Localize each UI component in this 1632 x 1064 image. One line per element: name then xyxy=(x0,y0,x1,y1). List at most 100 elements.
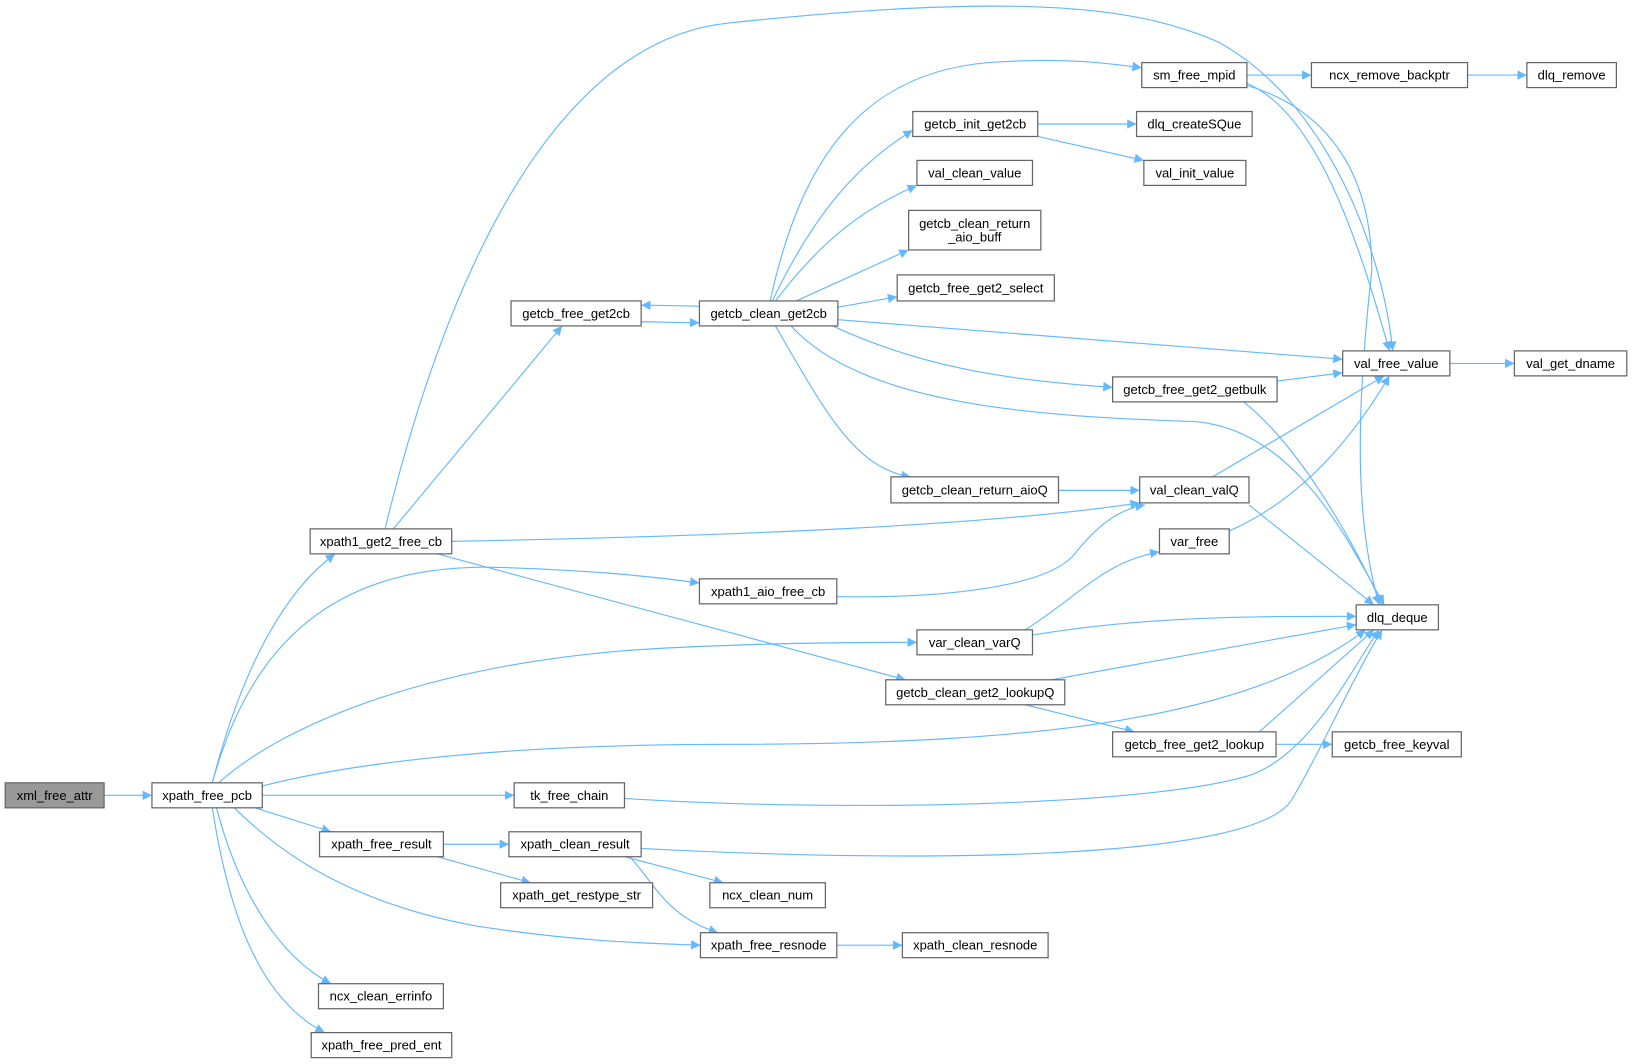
node-getcb_clean_return_aioQ[interactable]: getcb_clean_return_aioQ xyxy=(890,476,1060,504)
node-xpath_free_resnode[interactable]: xpath_free_resnode xyxy=(699,932,838,959)
node-box xyxy=(1112,731,1277,758)
node-getcb_init_get2cb[interactable]: getcb_init_get2cb xyxy=(912,110,1039,138)
node-label: getcb_free_get2_getbulk xyxy=(1123,382,1267,397)
node-box xyxy=(151,782,263,809)
node-getcb_clean_get2_lookupQ[interactable]: getcb_clean_get2_lookupQ xyxy=(885,679,1066,706)
node-label: dlq_remove xyxy=(1538,68,1606,83)
node-xpath1_get2_free_cb[interactable]: xpath1_get2_free_cb xyxy=(309,528,453,555)
node-label: xpath_get_restype_str xyxy=(512,888,641,903)
node-xpath1_aio_free_cb[interactable]: xpath1_aio_free_cb xyxy=(698,578,838,605)
node-box xyxy=(1135,110,1253,138)
node-box xyxy=(1513,350,1628,377)
node-label: getcb_free_keyval xyxy=(1344,737,1450,752)
node-label: val_clean_value xyxy=(928,165,1021,180)
node-label: getcb_free_get2_lookup xyxy=(1125,737,1265,752)
edge-getcb_clean_get2cb-to-getcb_clean_return_aio_buff xyxy=(795,249,909,302)
node-label: dlq_createSQue xyxy=(1147,116,1241,131)
node-box xyxy=(1526,61,1618,89)
node-xpath_free_pred_ent[interactable]: xpath_free_pred_ent xyxy=(310,1032,453,1059)
node-getcb_clean_get2cb[interactable]: getcb_clean_get2cb xyxy=(698,300,839,327)
node-box xyxy=(1331,731,1462,758)
node-box xyxy=(885,679,1066,706)
node-label: getcb_init_get2cb xyxy=(924,116,1026,131)
node-sm_free_mpid[interactable]: sm_free_mpid xyxy=(1141,61,1248,89)
node-label: xpath_clean_result xyxy=(520,837,630,852)
edge-getcb_clean_get2cb-to-getcb_clean_return_aioQ xyxy=(774,325,911,481)
edge-getcb_clean_get2cb-to-getcb_free_get2_getbulk xyxy=(832,325,1113,392)
edge-xpath_free_pcb-to-ncx_clean_errinfo xyxy=(215,807,332,985)
node-label: val_get_dname xyxy=(1526,356,1615,371)
edge-getcb_clean_get2cb-to-getcb_free_get2cb xyxy=(641,300,700,310)
node-dlq_createSQue[interactable]: dlq_createSQue xyxy=(1135,110,1253,138)
node-label: _aio_buff xyxy=(947,229,1002,244)
node-box xyxy=(508,831,642,858)
edge-sm_free_mpid-to-val_free_value xyxy=(1246,82,1392,352)
edge-xpath1_aio_free_cb-to-val_clean_valQ xyxy=(836,501,1145,598)
node-box xyxy=(1355,604,1440,631)
node-getcb_clean_return_aio_buff[interactable]: getcb_clean_return_aio_buff xyxy=(908,209,1042,251)
node-box xyxy=(4,782,105,809)
edge-getcb_clean_get2cb-to-getcb_init_get2cb xyxy=(771,129,914,302)
node-val_free_value[interactable]: val_free_value xyxy=(1342,350,1451,377)
node-xpath_clean_result[interactable]: xpath_clean_result xyxy=(508,831,642,858)
node-xml_free_attr[interactable]: xml_free_attr xyxy=(4,782,105,809)
node-xpath_free_result[interactable]: xpath_free_result xyxy=(318,831,445,858)
node-getcb_free_get2cb[interactable]: getcb_free_get2cb xyxy=(510,300,642,327)
node-label: xpath_free_resnode xyxy=(711,938,827,953)
edge-sm_free_mpid-to-dlq_deque xyxy=(1246,84,1382,606)
edge-xpath1_get2_free_cb-to-getcb_clean_get2_lookupQ xyxy=(436,553,906,682)
node-box xyxy=(310,1032,453,1059)
node-val_clean_valQ[interactable]: val_clean_valQ xyxy=(1139,476,1250,504)
node-label: ncx_remove_backptr xyxy=(1329,68,1450,83)
node-label: xml_free_attr xyxy=(17,788,94,803)
node-ncx_clean_num[interactable]: ncx_clean_num xyxy=(709,882,826,909)
node-dlq_deque[interactable]: dlq_deque xyxy=(1355,604,1440,631)
edge-getcb_clean_get2cb-to-dlq_deque xyxy=(790,325,1385,606)
edge-xpath_free_result-to-xpath_get_restype_str xyxy=(436,856,531,885)
node-label: getcb_clean_return_aioQ xyxy=(902,482,1048,497)
node-tk_free_chain[interactable]: tk_free_chain xyxy=(513,782,626,809)
edge-val_clean_valQ-to-val_free_value xyxy=(1212,375,1385,478)
node-box xyxy=(896,274,1055,302)
edge-val_clean_valQ-to-dlq_deque xyxy=(1248,504,1375,606)
edge-xpath_free_pcb-to-xpath_free_result xyxy=(254,807,332,834)
node-ncx_clean_errinfo[interactable]: ncx_clean_errinfo xyxy=(317,983,445,1010)
node-getcb_free_get2_lookup[interactable]: getcb_free_get2_lookup xyxy=(1112,731,1277,758)
edge-xpath_free_pcb-to-dlq_deque xyxy=(262,629,1366,787)
edge-xpath_clean_result-to-ncx_clean_num xyxy=(624,856,724,885)
node-getcb_free_keyval[interactable]: getcb_free_keyval xyxy=(1331,731,1462,758)
node-box xyxy=(1112,376,1278,403)
edge-xpath_free_pcb-to-xpath1_get2_free_cb xyxy=(211,553,336,783)
edge-xpath_free_pcb-to-xpath_free_resnode xyxy=(233,807,701,950)
node-getcb_free_get2_select[interactable]: getcb_free_get2_select xyxy=(896,274,1055,302)
node-box xyxy=(309,528,453,555)
edge-getcb_clean_get2cb-to-sm_free_mpid xyxy=(769,59,1142,302)
node-label: sm_free_mpid xyxy=(1153,68,1235,83)
node-dlq_remove[interactable]: dlq_remove xyxy=(1526,61,1618,89)
node-box xyxy=(709,882,826,909)
node-val_init_value[interactable]: val_init_value xyxy=(1143,159,1247,187)
node-xpath_free_pcb[interactable]: xpath_free_pcb xyxy=(151,782,263,809)
node-xpath_clean_resnode[interactable]: xpath_clean_resnode xyxy=(901,932,1049,959)
node-val_get_dname[interactable]: val_get_dname xyxy=(1513,350,1628,377)
node-label: xpath_clean_resnode xyxy=(913,938,1037,953)
node-box xyxy=(1139,476,1250,504)
node-xpath_get_restype_str[interactable]: xpath_get_restype_str xyxy=(500,882,654,909)
node-var_clean_varQ[interactable]: var_clean_varQ xyxy=(916,629,1034,656)
edge-xpath_free_pcb-to-xpath1_aio_free_cb xyxy=(211,566,700,783)
node-box xyxy=(890,476,1060,504)
node-var_free[interactable]: var_free xyxy=(1158,528,1230,555)
node-box xyxy=(908,209,1042,251)
node-box xyxy=(500,882,654,909)
node-val_clean_value[interactable]: val_clean_value xyxy=(916,159,1034,187)
edge-getcb_clean_get2cb-to-val_free_value xyxy=(837,319,1343,364)
node-ncx_remove_backptr[interactable]: ncx_remove_backptr xyxy=(1310,61,1469,89)
node-label: getcb_clean_get2cb xyxy=(710,306,826,321)
edge-tk_free_chain-to-dlq_deque xyxy=(624,629,1380,807)
node-getcb_free_get2_getbulk[interactable]: getcb_free_get2_getbulk xyxy=(1112,376,1278,403)
node-box xyxy=(513,782,626,809)
edge-xpath1_get2_free_cb-to-getcb_free_get2cb xyxy=(392,325,563,530)
edge-getcb_free_get2cb-to-getcb_clean_get2cb xyxy=(641,317,700,328)
edge-xpath1_get2_free_cb-to-val_clean_valQ xyxy=(451,499,1140,542)
node-box xyxy=(1158,528,1230,555)
